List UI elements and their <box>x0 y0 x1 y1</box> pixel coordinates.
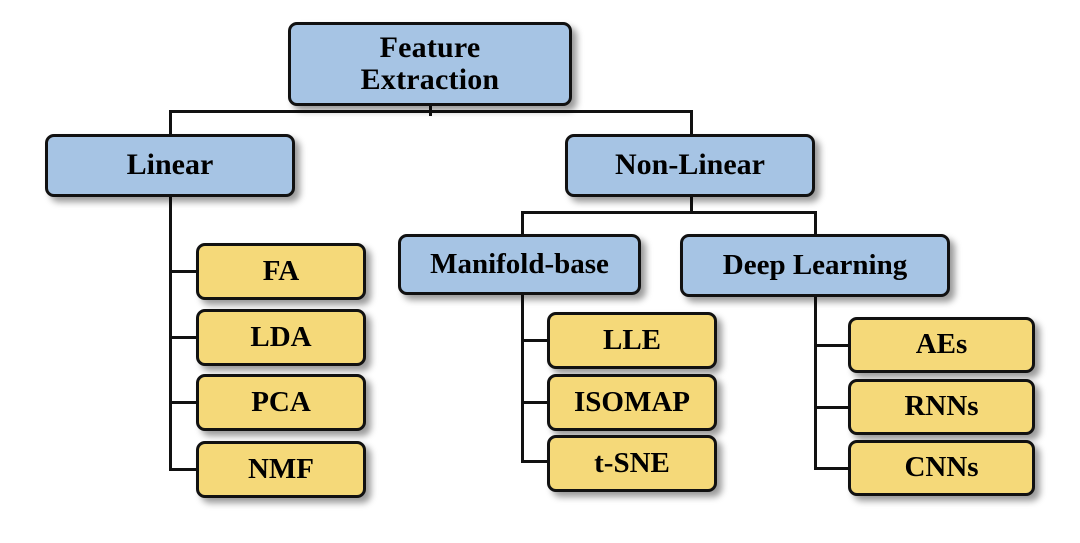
node-non-linear-label: Non-Linear <box>615 148 765 182</box>
node-pca-label: PCA <box>251 385 311 418</box>
edge-stub-lle <box>521 339 549 342</box>
node-deep-learning-label: Deep Learning <box>722 248 908 281</box>
node-nmf-label: NMF <box>247 452 315 485</box>
node-manifold-base[interactable]: Manifold-base <box>398 234 641 295</box>
node-fa[interactable]: FA <box>196 243 366 300</box>
node-manifold-base-label: Manifold-base <box>430 247 609 280</box>
node-feature-extraction[interactable]: Feature Extraction <box>288 22 572 106</box>
node-cnns[interactable]: CNNs <box>848 440 1035 496</box>
edge-manifold-spine <box>521 294 524 463</box>
edge-stub-cnns <box>814 467 850 470</box>
node-cnns-label: CNNs <box>904 451 979 484</box>
edge-level2-bus <box>521 211 817 214</box>
node-rnns[interactable]: RNNs <box>848 379 1035 435</box>
edge-stub-pca <box>169 401 197 404</box>
node-isomap-label: ISOMAP <box>574 385 690 418</box>
edge-stub-lda <box>169 336 197 339</box>
edge-stub-nmf <box>169 468 197 471</box>
edge-stub-tsne <box>521 460 549 463</box>
node-tsne[interactable]: t-SNE <box>547 435 717 492</box>
node-non-linear[interactable]: Non-Linear <box>565 134 815 197</box>
edge-deep-learning-spine <box>814 294 817 470</box>
edge-stub-fa <box>169 270 197 273</box>
node-isomap[interactable]: ISOMAP <box>547 374 717 431</box>
node-aes-label: AEs <box>915 328 968 361</box>
node-linear[interactable]: Linear <box>45 134 295 197</box>
node-linear-label: Linear <box>126 148 214 182</box>
edge-stub-rnns <box>814 406 850 409</box>
edge-stub-aes <box>814 344 850 347</box>
node-feature-extraction-label: Feature Extraction <box>360 30 500 96</box>
edge-to-linear <box>169 110 172 136</box>
edge-to-deep-learning <box>814 211 817 235</box>
node-lle[interactable]: LLE <box>547 312 717 369</box>
node-rnns-label: RNNs <box>904 390 979 423</box>
node-aes[interactable]: AEs <box>848 317 1035 373</box>
edge-to-non-linear <box>690 110 693 136</box>
node-lda-label: LDA <box>250 320 312 353</box>
node-pca[interactable]: PCA <box>196 374 366 431</box>
edge-to-manifold <box>521 211 524 235</box>
node-deep-learning[interactable]: Deep Learning <box>680 234 950 297</box>
node-tsne-label: t-SNE <box>594 446 670 479</box>
node-lda[interactable]: LDA <box>196 309 366 366</box>
node-fa-label: FA <box>262 254 300 287</box>
edge-level1-bus <box>169 110 693 113</box>
node-lle-label: LLE <box>602 323 662 356</box>
edge-non-linear-stem <box>690 196 693 214</box>
node-nmf[interactable]: NMF <box>196 441 366 498</box>
edge-stub-isomap <box>521 401 549 404</box>
edge-linear-spine <box>169 196 172 471</box>
